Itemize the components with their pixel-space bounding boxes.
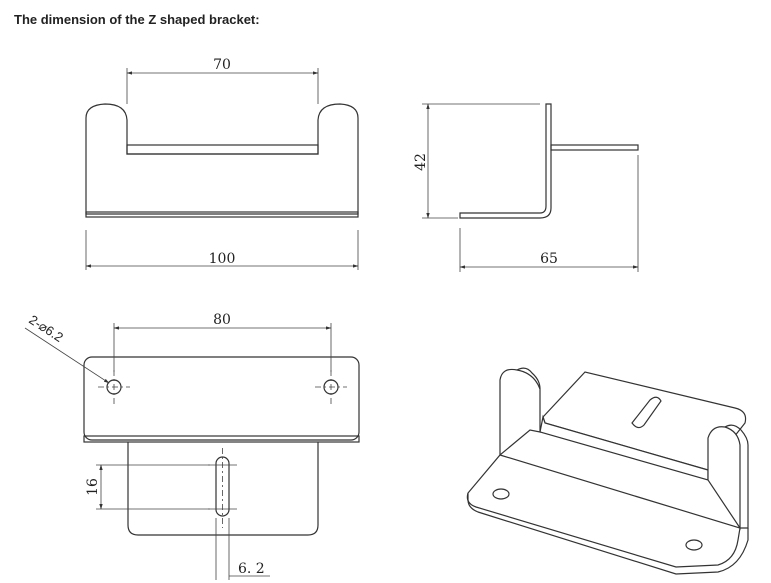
hole-callout: 2-⌀6.2	[26, 312, 66, 345]
dim-6-2: 6. 2	[238, 561, 265, 577]
side-view: 42 65	[413, 103, 639, 272]
dim-42: 42	[413, 153, 429, 171]
dim-65: 65	[540, 251, 558, 267]
dim-80: 80	[213, 312, 231, 328]
page-title: The dimension of the Z shaped bracket:	[14, 12, 260, 27]
isometric-view	[466, 367, 749, 575]
top-view: 80 2-⌀6.2 16 6. 2	[24, 312, 360, 580]
dim-100: 100	[209, 251, 236, 267]
dim-16: 16	[85, 478, 101, 496]
front-view: 70 100	[85, 57, 359, 270]
dim-70: 70	[213, 57, 231, 73]
